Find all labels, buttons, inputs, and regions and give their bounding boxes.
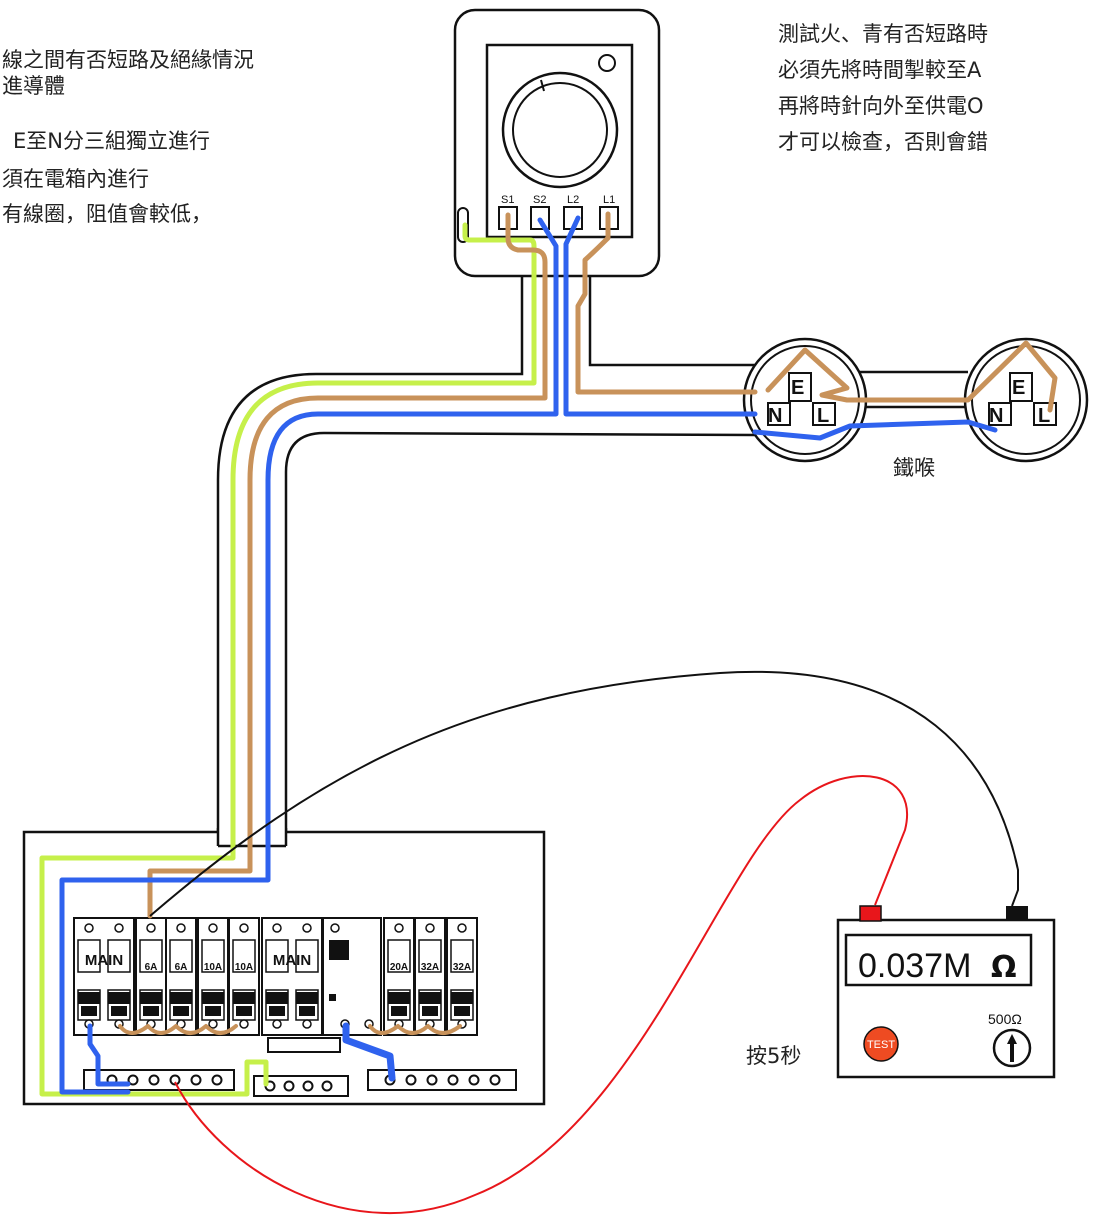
left-note-line-2: 進導體	[2, 74, 65, 98]
left-note-line-3: 、E至N分三組獨立進行	[0, 129, 210, 153]
breaker-3-label: 6A	[175, 962, 188, 973]
left-note-line-4: 須在電箱內進行	[2, 167, 149, 191]
breaker-8[interactable]: 20A	[383, 917, 415, 1036]
black-test-lead	[149, 670, 1019, 917]
meter-display	[844, 933, 1033, 987]
neutral-link-left	[87, 1023, 131, 1087]
socket-1-live-label: L	[817, 405, 829, 427]
meter-reading: 0.037M	[858, 947, 971, 985]
breaker-10-label: 32A	[453, 962, 471, 973]
neutral-wire-socket	[752, 419, 998, 441]
insulation-tester: 0.037M Ω TEST 500Ω 按5秒	[746, 905, 1056, 1079]
test-button[interactable]	[863, 1026, 899, 1062]
breaker-live-loops-right	[368, 1024, 462, 1035]
earth-wire-main	[39, 222, 537, 1097]
timer-terminals: S1 S2 L2 L1	[498, 194, 619, 230]
breaker-8-label: 20A	[390, 962, 408, 973]
breaker-5-label: 10A	[235, 962, 253, 973]
timer-switch: S1 S2 L2 L1	[453, 8, 661, 278]
breaker-6[interactable]: MAIN	[261, 917, 323, 1036]
terminal-label-l1: L1	[603, 194, 615, 206]
test-button-label: TEST	[867, 1039, 895, 1051]
breaker-10[interactable]: 32A	[446, 917, 478, 1036]
breaker-row: MAIN 6A 6A 10A 10A MAIN 20A 32A 32A	[73, 917, 478, 1036]
neutral-wire-switch	[563, 215, 758, 417]
black-terminal	[1006, 906, 1028, 921]
breaker-3[interactable]: 6A	[165, 917, 197, 1036]
breaker-1[interactable]: MAIN	[73, 917, 135, 1036]
breaker-2[interactable]: 6A	[135, 917, 167, 1036]
breaker-6-label: MAIN	[273, 952, 311, 969]
live-wire-main	[147, 212, 548, 919]
wires	[39, 211, 1058, 1097]
breaker-2-label: 6A	[145, 962, 158, 973]
breaker-9[interactable]: 32A	[414, 917, 446, 1036]
terminal-label-l2: L2	[567, 194, 579, 206]
right-note-line-1: 測試火、青有否短路時	[778, 22, 988, 46]
left-notes: 線之間有否短路及絕緣情況 進導體 、E至N分三組獨立進行 須在電箱內進行 有線圈…	[0, 48, 254, 226]
left-note-line-1: 線之間有否短路及絕緣情況	[2, 48, 254, 72]
right-note-line-3: 再將時針向外至供電O	[778, 94, 984, 118]
breaker-9-label: 32A	[421, 962, 439, 973]
breaker-5[interactable]: 10A	[228, 917, 260, 1036]
left-note-line-5: 有線圈，阻值會較低，	[2, 202, 212, 226]
breaker-7[interactable]	[322, 917, 382, 1036]
right-note-line-2: 必須先將時間掣較至A	[778, 58, 982, 82]
socket-1-neutral-label: N	[768, 405, 782, 427]
conduit-label: 鐵喉	[893, 456, 935, 480]
socket-2-live-label: L	[1038, 405, 1050, 427]
live-wire-switch	[575, 211, 758, 395]
conduit	[216, 276, 968, 845]
right-notes: 測試火、青有否短路時 必須先將時間掣較至A 再將時針向外至供電O 才可以檢查，否…	[778, 22, 988, 154]
press-instruction: 按5秒	[746, 1044, 801, 1068]
breaker-1-label: MAIN	[85, 952, 123, 969]
right-note-line-4: 才可以檢查，否則會錯	[778, 130, 988, 154]
terminal-label-s1: S1	[501, 194, 514, 206]
live-wire-loop	[765, 340, 1058, 413]
range-label: 500Ω	[988, 1011, 1022, 1027]
socket-2-neutral-label: N	[989, 405, 1003, 427]
neutral-wire-main	[59, 217, 559, 1095]
breaker-live-loops	[118, 1024, 238, 1035]
socket-2-earth-label: E	[1012, 377, 1025, 399]
breaker-4-label: 10A	[204, 962, 222, 973]
breaker-4[interactable]: 10A	[197, 917, 229, 1036]
test-leads	[149, 670, 1019, 1214]
socket-1-earth-label: E	[791, 377, 804, 399]
red-test-lead	[174, 775, 908, 1214]
terminal-label-s2: S2	[533, 194, 546, 206]
socket-2: E N L	[963, 337, 1089, 463]
neutral-link-rcd	[342, 1022, 396, 1082]
meter-unit: Ω	[991, 950, 1017, 985]
red-terminal	[859, 905, 882, 922]
